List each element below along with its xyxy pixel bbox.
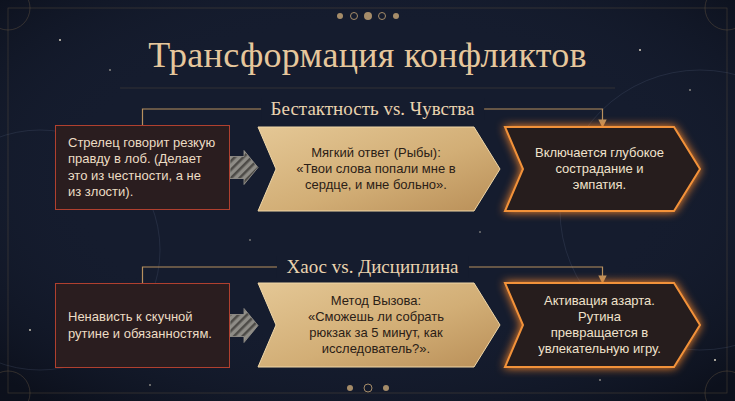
text-area: Активация азарта. Рутина превращается в … bbox=[505, 283, 700, 367]
chevron-fill bbox=[258, 127, 500, 211]
moon-phase bbox=[347, 385, 353, 391]
star bbox=[29, 329, 31, 331]
moon-phase bbox=[383, 385, 389, 391]
box-text: «Сможешь ли собрать рюкзак за 5 минут, к… bbox=[288, 309, 464, 358]
star bbox=[479, 231, 480, 232]
text-area: Стрелец говорит резкую правду в лоб. (Де… bbox=[56, 126, 229, 209]
moon-phase bbox=[379, 13, 386, 20]
corner-ornament bbox=[0, 0, 30, 30]
box-text: «Твои слова попали мне в сердце, и мне б… bbox=[288, 161, 464, 194]
section-heading: Бестактность vs. Чувства bbox=[261, 98, 485, 120]
box-text: Стрелец говорит резкую правду в лоб. (Де… bbox=[68, 135, 217, 200]
star bbox=[639, 49, 641, 51]
chevron-fill bbox=[505, 283, 700, 367]
diagram-title: Трансформация конфликтов bbox=[0, 34, 735, 76]
text-area: Включается глубокое сострадание и эмпати… bbox=[505, 127, 700, 211]
box-heading: Метод Вызова: bbox=[288, 293, 464, 309]
result-chevron: Включается глубокое сострадание и эмпати… bbox=[505, 127, 700, 211]
star bbox=[149, 384, 151, 386]
result-chevron: Активация азарта. Рутина превращается в … bbox=[505, 283, 700, 367]
divider-line bbox=[120, 88, 615, 89]
star bbox=[689, 89, 691, 91]
moon-phase bbox=[393, 13, 399, 19]
section-heading: Хаос vs. Дисциплина bbox=[276, 256, 468, 278]
band-arrow bbox=[230, 151, 258, 185]
situation-box: Ненависть к скучной рутине и обязанностя… bbox=[55, 283, 230, 368]
box-heading: Мягкий ответ (Рыбы): bbox=[288, 145, 464, 161]
box-text: Ненависть к скучной рутине и обязанностя… bbox=[68, 309, 217, 342]
chevron-fill bbox=[505, 127, 700, 211]
stars bbox=[29, 39, 716, 386]
response-chevron: Мягкий ответ (Рыбы):«Твои слова попали м… bbox=[258, 127, 500, 211]
box-text: Активация азарта. Рутина превращается в … bbox=[535, 293, 664, 358]
text-area: Ненависть к скучной рутине и обязанностя… bbox=[56, 284, 229, 367]
star bbox=[109, 69, 111, 71]
star bbox=[714, 359, 716, 361]
corner-ornament bbox=[705, 371, 735, 401]
corner-ornament bbox=[705, 0, 735, 30]
moon-phase bbox=[364, 384, 372, 392]
corner-ornament bbox=[0, 371, 30, 401]
box-text: Включается глубокое сострадание и эмпати… bbox=[535, 145, 664, 194]
moon-phase bbox=[337, 13, 343, 19]
response-chevron: Метод Вызова:«Сможешь ли собрать рюкзак … bbox=[258, 283, 500, 367]
text-area: Метод Вызова:«Сможешь ли собрать рюкзак … bbox=[258, 283, 500, 367]
star bbox=[599, 379, 601, 381]
moon-phase bbox=[351, 13, 358, 20]
text-area: Мягкий ответ (Рыбы):«Твои слова попали м… bbox=[258, 127, 500, 211]
star bbox=[59, 39, 61, 41]
situation-box: Стрелец говорит резкую правду в лоб. (Де… bbox=[55, 125, 230, 210]
chevron-fill bbox=[258, 283, 500, 367]
band-arrow bbox=[230, 309, 258, 343]
moon-phase bbox=[364, 12, 372, 20]
star bbox=[249, 239, 250, 240]
